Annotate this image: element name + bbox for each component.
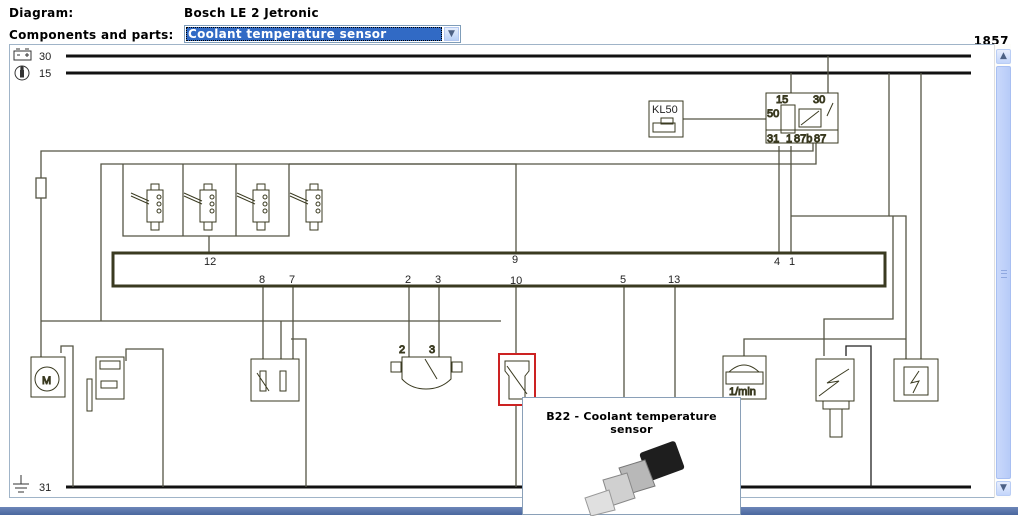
- components-select-value[interactable]: Coolant temperature sensor: [186, 27, 442, 41]
- vertical-scrollbar[interactable]: ▲ ▼: [994, 44, 1011, 498]
- fuel-pump-motor[interactable]: M: [30, 356, 66, 398]
- injector-2: [183, 183, 217, 231]
- starter-kl50[interactable]: KL50: [648, 100, 684, 138]
- ecu-pin-2: 2: [405, 274, 411, 286]
- ignition-distributor[interactable]: [815, 358, 855, 438]
- injectors[interactable]: [130, 183, 323, 231]
- ecu-pin-8: 8: [259, 274, 265, 286]
- main-relay[interactable]: 15 30 50 31 1 87b 87: [765, 92, 839, 146]
- relay-terminal-87: 87: [814, 133, 826, 145]
- injector-1: [130, 183, 164, 231]
- motor-label: M: [42, 375, 51, 387]
- ecu-pin-3: 3: [435, 274, 441, 286]
- rail-15-label: 15: [39, 68, 51, 80]
- chevron-down-icon[interactable]: ▼: [444, 27, 459, 41]
- components-select[interactable]: Coolant temperature sensor ▼: [184, 25, 461, 43]
- grip-icon: [1001, 269, 1007, 278]
- ecu-pin-7: 7: [289, 274, 295, 286]
- components-label: Components and parts:: [9, 28, 174, 42]
- ecu-pin-9: 9: [512, 254, 518, 266]
- ecu-pin-10: 10: [510, 275, 522, 287]
- ecu-pin-5: 5: [620, 274, 626, 286]
- injector-4: [289, 183, 323, 231]
- rail-30-label: 30: [39, 51, 51, 63]
- battery-icon: [13, 48, 32, 61]
- wiring-diagram-canvas: 30 15 31: [9, 44, 994, 498]
- ground-icon: [13, 475, 29, 493]
- relay-terminal-50: 50: [767, 108, 779, 120]
- starter-label: KL50: [652, 104, 678, 116]
- coolant-temperature-sensor[interactable]: [498, 353, 536, 406]
- relay-terminal-31: 31: [767, 133, 779, 145]
- ecu-pin-4: 4: [774, 256, 780, 268]
- relay-terminal-30: 30: [813, 94, 825, 106]
- relay-terminal-1: 1: [786, 133, 792, 145]
- rail-31-label: 31: [39, 482, 51, 494]
- ignition-control-unit[interactable]: [893, 358, 939, 402]
- scroll-down-button[interactable]: ▼: [996, 481, 1011, 496]
- scroll-thumb[interactable]: [996, 66, 1011, 479]
- wires: [35, 56, 922, 487]
- component-tooltip: B22 - Coolant temperature sensor: [522, 397, 741, 516]
- scroll-up-button[interactable]: ▲: [996, 49, 1011, 64]
- auxiliary-air-valve[interactable]: [86, 356, 125, 412]
- relay-terminal-15: 15: [776, 94, 788, 106]
- tachometer[interactable]: 1/min: [722, 355, 767, 400]
- throttle-pin-3: 3: [429, 344, 435, 356]
- tooltip-title: B22 - Coolant temperature sensor: [546, 410, 717, 436]
- ignition-icon: [14, 65, 30, 81]
- air-flow-sensor[interactable]: [250, 358, 300, 402]
- relay-terminal-87b: 87b: [794, 133, 812, 145]
- injector-3: [236, 183, 270, 231]
- throttle-pin-2: 2: [399, 344, 405, 356]
- sensor-photo: [584, 441, 685, 516]
- wiring-diagram: 30 15 31: [13, 48, 971, 494]
- bottom-bar: [0, 507, 1018, 515]
- ecu-pin-13: 13: [668, 274, 680, 286]
- tach-label: 1/min: [729, 386, 756, 398]
- throttle-switch[interactable]: 2 3: [390, 344, 463, 390]
- diagram-name: Bosch LE 2 Jetronic: [184, 6, 319, 20]
- ecu-pin-12: 12: [204, 256, 216, 268]
- diagram-label: Diagram:: [9, 6, 74, 20]
- ecu-control-unit[interactable]: [111, 251, 887, 288]
- ecu-pin-1: 1: [789, 256, 795, 268]
